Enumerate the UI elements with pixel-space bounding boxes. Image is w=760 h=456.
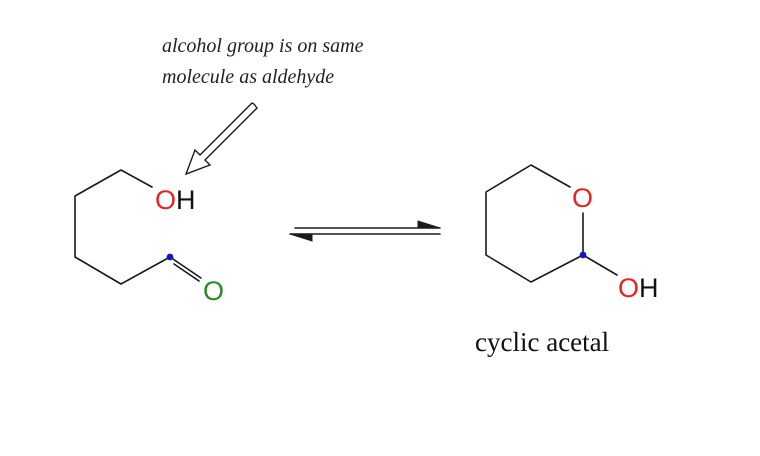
annotation-line-2: molecule as aldehyde bbox=[162, 66, 334, 88]
anomeric-oh-bond bbox=[582, 254, 618, 276]
equilibrium-half-arrows-icon bbox=[289, 220, 441, 242]
ring-oxygen-label: O bbox=[572, 183, 593, 213]
anomeric-carbon-dot bbox=[579, 251, 587, 259]
carbonyl-oxygen-label: O bbox=[203, 276, 224, 306]
hydroxyl-label: OH bbox=[155, 185, 196, 215]
anomeric-hydroxyl-hydrogen-letter: H bbox=[639, 273, 659, 303]
anomeric-hydroxyl-oxygen-letter: O bbox=[618, 273, 639, 303]
cyclic-acetal-caption: cyclic acetal bbox=[475, 327, 609, 357]
hydroxy-aldehyde-molecule: OH O bbox=[74, 169, 224, 306]
aldehyde-carbon-dot bbox=[166, 253, 174, 261]
hydroxyl-hydrogen-letter: H bbox=[176, 185, 196, 215]
annotation-line-1: alcohol group is on same bbox=[162, 35, 364, 57]
ring-bonds bbox=[485, 164, 584, 283]
carbonyl-double-bond-inner bbox=[173, 263, 200, 282]
hydroxyl-oxygen-letter: O bbox=[155, 185, 176, 215]
annotation: alcohol group is on same molecule as ald… bbox=[162, 35, 364, 88]
carbonyl-double-bond-outer bbox=[169, 256, 202, 279]
cyclic-acetal-molecule: O OH bbox=[485, 164, 659, 303]
hollow-arrow-down-left-icon bbox=[184, 102, 258, 176]
carbon-chain-bonds bbox=[74, 169, 171, 285]
anomeric-hydroxyl-label: OH bbox=[618, 273, 659, 303]
